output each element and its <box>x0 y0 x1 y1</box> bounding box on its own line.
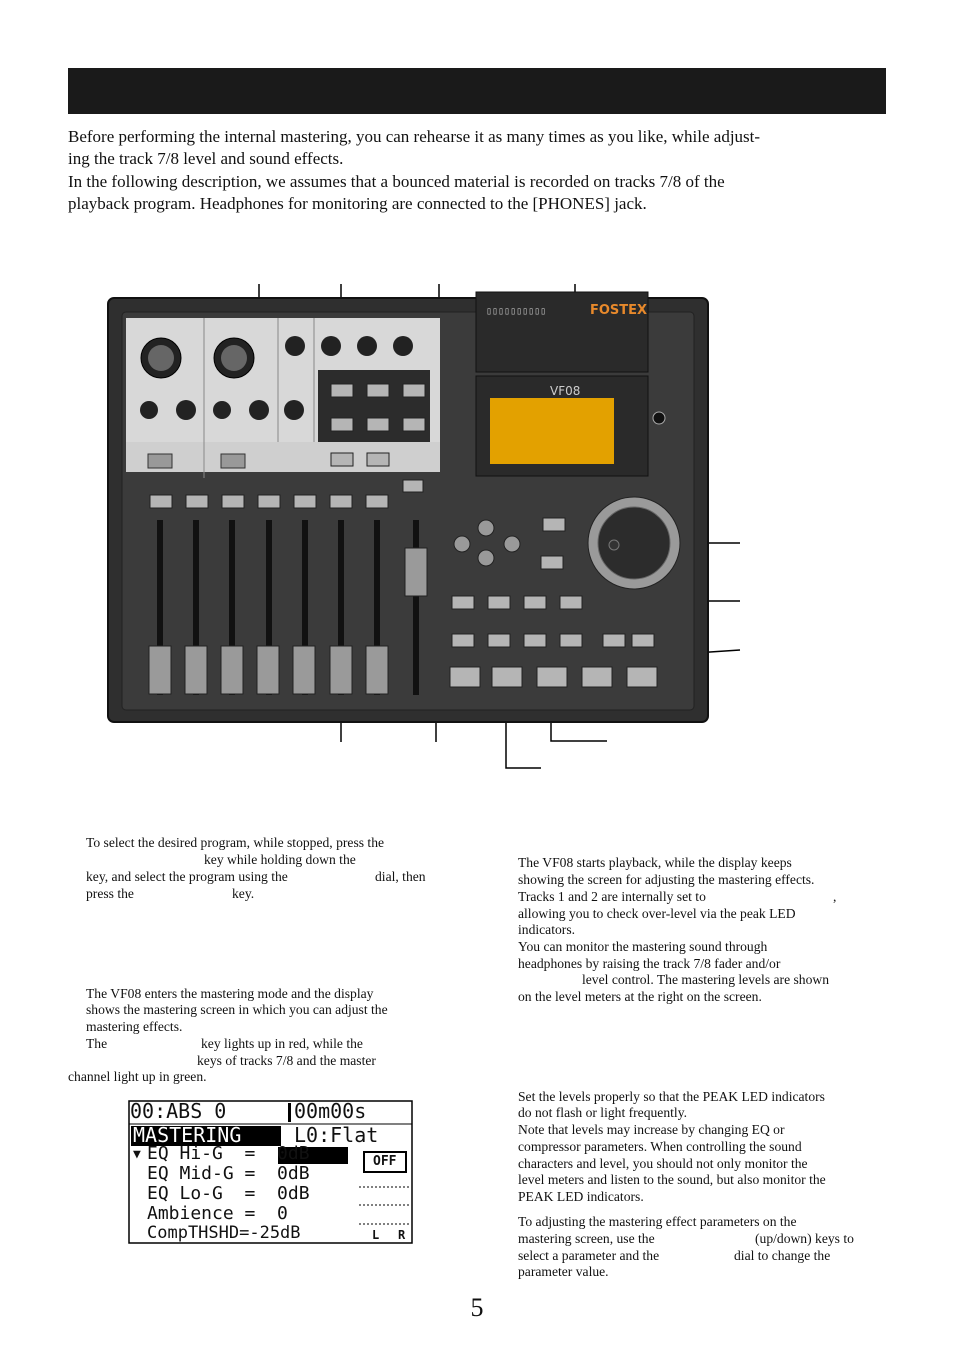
right-s3-line2b: (up/down) keys to <box>755 1231 854 1246</box>
lcd-mode-label: MASTERING <box>133 1123 242 1147</box>
right-s3-line3a: select a parameter and the <box>518 1248 660 1263</box>
left-s2-line1: The VF08 enters the mastering mode and t… <box>86 986 374 1001</box>
left-s2-line6: channel light up in green. <box>68 1069 207 1084</box>
right-s3-line2a: mastering screen, use the <box>518 1231 655 1246</box>
section-header-bar <box>68 68 886 114</box>
left-s1-line3a: key, and select the program using the <box>86 869 288 884</box>
right-s2-line2: do not flash or light frequently. <box>518 1105 688 1120</box>
right-s1-line1: The VF08 starts playback, while the disp… <box>518 855 792 870</box>
left-s1-line4b: key. <box>232 886 255 901</box>
svg-text:▯▯▯▯▯▯▯▯▯▯: ▯▯▯▯▯▯▯▯▯▯ <box>486 306 546 317</box>
left-s2-line4b: key lights up in red, while the <box>201 1036 363 1051</box>
left-s2-line2: shows the mastering screen in which you … <box>86 1002 388 1017</box>
right-s3-line1: To adjusting the mastering effect parame… <box>518 1214 797 1229</box>
right-s2-line7: PEAK LED indicators. <box>518 1189 644 1204</box>
intro-line-4: playback program. Headphones for monitor… <box>68 194 647 213</box>
lcd-cursor-icon: ▼ <box>133 1147 141 1162</box>
right-s2-line1: Set the levels properly so that the PEAK… <box>518 1089 825 1104</box>
fostex-logo: FOSTEX <box>590 303 647 318</box>
intro-line-2: ing the track 7/8 level and sound effect… <box>68 149 344 168</box>
model-label: VF08 <box>550 384 580 398</box>
lcd-param-row-2: EQ Mid-G = 0dB <box>147 1163 310 1184</box>
left-s2-line3: mastering effects. <box>86 1019 183 1034</box>
lcd-meter-l-label: L <box>372 1228 380 1242</box>
intro-line-1: Before performing the internal mastering… <box>68 127 761 146</box>
lcd-param-row-5: CompTHSHD=-25dB <box>147 1223 301 1243</box>
right-s3-line4: parameter value. <box>518 1264 609 1279</box>
left-s1-line1: To select the desired program, while sto… <box>86 835 385 850</box>
lcd-param-row-4: Ambience = 0 <box>147 1203 288 1224</box>
lcd-param-row-3: EQ Lo-G = 0dB <box>147 1183 310 1204</box>
lcd-param-row-1: EQ Hi-G = 0dB <box>147 1143 310 1164</box>
right-s2-line3: Note that levels may increase by changin… <box>518 1122 785 1137</box>
right-s1-line4: allowing you to check over-level via the… <box>518 906 796 921</box>
left-s1-line4a: press the <box>86 886 134 901</box>
lcd-off-indicator: OFF <box>373 1154 397 1169</box>
right-s1-line6: You can monitor the mastering sound thro… <box>518 939 768 954</box>
lcd-library-label: L0:Flat <box>294 1123 379 1147</box>
right-s1-line9: on the level meters at the right on the … <box>518 989 762 1004</box>
right-s1-line2: showing the screen for adjusting the mas… <box>518 872 815 887</box>
intro-line-3: In the following description, we assumes… <box>68 172 725 191</box>
lcd-screen-illustration <box>490 398 614 464</box>
page-number: 5 <box>470 1293 484 1322</box>
right-s1-line8: level control. The mastering levels are … <box>582 972 830 987</box>
left-s1-line2: key while holding down the <box>204 852 356 867</box>
right-s1-line3b: , <box>833 889 837 904</box>
right-s1-line7: headphones by raising the track 7/8 fade… <box>518 956 781 971</box>
right-s2-line5: characters and level, you should not onl… <box>518 1156 808 1171</box>
right-s1-line3a: Tracks 1 and 2 are internally set to <box>518 889 706 904</box>
right-s2-line6: level meters and listen to the sound, bu… <box>518 1172 826 1187</box>
left-s2-line4a: The <box>86 1036 108 1051</box>
lcd-meter-r-label: R <box>398 1228 406 1242</box>
left-s1-line3b: dial, then <box>375 869 426 884</box>
right-s1-line5: indicators. <box>518 922 576 937</box>
left-s2-line5: keys of tracks 7/8 and the master <box>197 1053 376 1068</box>
right-s2-line4: compressor parameters. When controlling … <box>518 1139 802 1154</box>
lcd-row1-right: 00m00s <box>294 1099 367 1123</box>
right-s3-line3b: dial to change the <box>734 1248 831 1263</box>
lcd-row1-left: 00:ABS 0 <box>130 1099 227 1123</box>
